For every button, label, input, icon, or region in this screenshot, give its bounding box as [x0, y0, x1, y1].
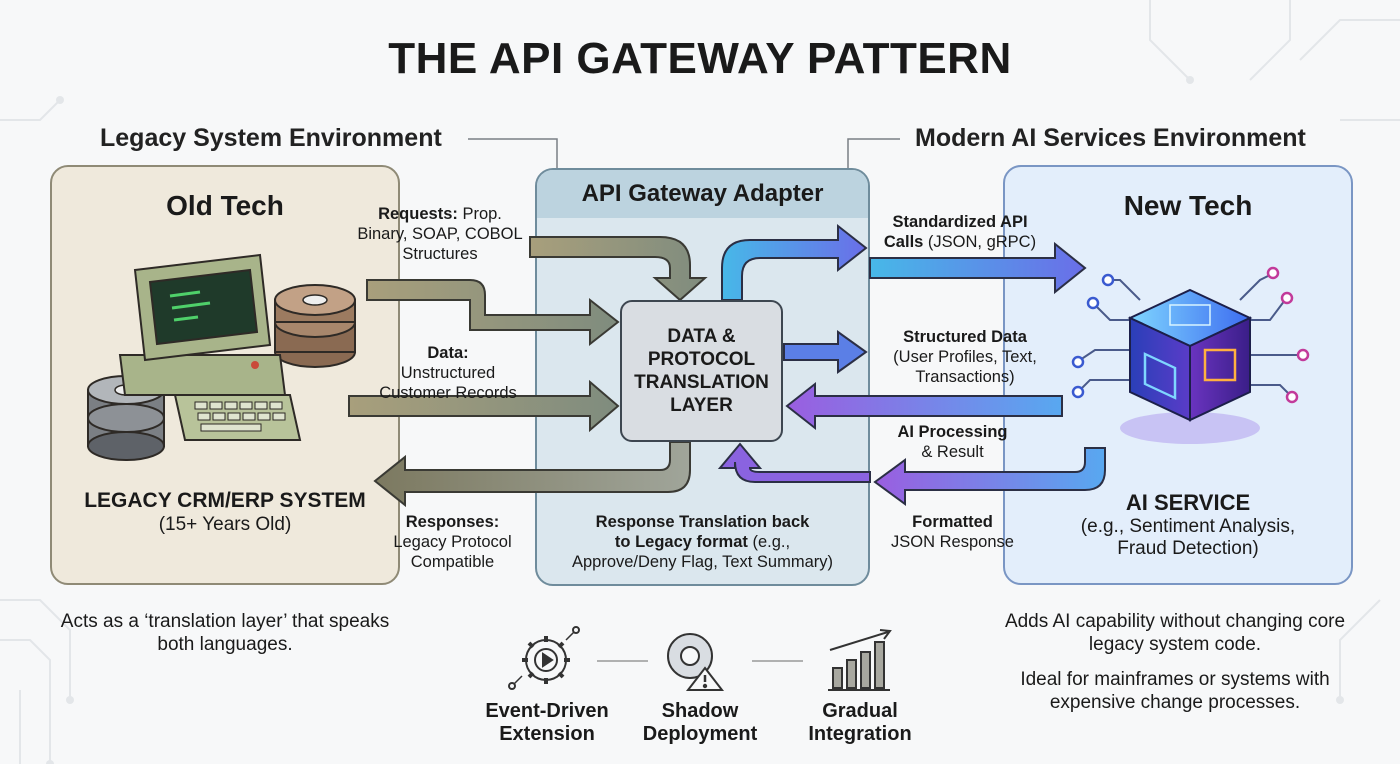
response-bold-1: Response Translation back	[595, 513, 810, 531]
old-tech-title: Old Tech	[166, 190, 284, 221]
feature-label: Extension	[499, 723, 595, 745]
page-title: THE API GATEWAY PATTERN	[388, 34, 1012, 83]
formatted-1: JSON Response	[891, 533, 1014, 551]
api-to-ai-arrow	[869, 241, 1087, 295]
data-label: Data: Unstructured Customer Records	[358, 343, 538, 403]
modern-note-1: Adds AI capability without changing core…	[1004, 611, 1346, 655]
ai-service-title: AI SERVICE	[1125, 490, 1251, 515]
feature-label: Integration	[808, 723, 912, 745]
api-bold-2: Calls	[883, 233, 924, 251]
response-line-3: Approve/Deny Flag, Text Summary)	[571, 553, 834, 571]
response-bold-2: to Legacy format	[614, 533, 748, 551]
structured-1: (User Profiles, Text,	[893, 348, 1037, 366]
feature-label: Event-Driven	[485, 700, 609, 722]
api-rest-2: (JSON, gRPC)	[923, 233, 1037, 251]
gear-warning-icon	[667, 633, 725, 691]
feature-label: Gradual	[822, 700, 898, 722]
core-line-3: TRANSLATION	[634, 372, 769, 393]
formatted-response-label: Formatted JSON Response	[890, 512, 1015, 552]
ai-processing-arrow	[785, 381, 1063, 431]
response-rest-2: (e.g.,	[747, 533, 791, 551]
requests-curve-arrow	[529, 236, 708, 302]
legacy-system-title: LEGACY CRM/ERP SYSTEM	[84, 489, 366, 512]
requests-label-1: Prop.	[457, 205, 502, 223]
translation-layer-box: DATA & PROTOCOL TRANSLATION LAYER	[620, 300, 783, 442]
bar-chart-growth-icon	[828, 629, 892, 691]
modern-note-2: Ideal for mainframes or systems with exp…	[1020, 669, 1330, 713]
requests-label: Requests: Prop. Binary, SOAP, COBOL Stru…	[345, 204, 535, 264]
legacy-system-block: LEGACY CRM/ERP SYSTEM (15+ Years Old)	[50, 488, 400, 536]
core-line-4: LAYER	[670, 395, 733, 416]
ai-proc-bold: AI Processing	[897, 423, 1008, 441]
tape-reel-icon	[274, 284, 356, 368]
ai-service-block: AI SERVICE (e.g., Sentiment Analysis, Fr…	[1003, 490, 1373, 560]
requests-label-2: Binary, SOAP, COBOL	[357, 225, 523, 243]
modern-environment-label: Modern AI Services Environment	[915, 124, 1306, 152]
api-calls-arrow	[721, 223, 868, 301]
responses-label: Responses: Legacy Protocol Compatible	[365, 512, 540, 572]
data-label-2: Customer Records	[379, 384, 517, 402]
computer-icon	[118, 253, 302, 441]
responses-label-1: Legacy Protocol	[393, 533, 512, 551]
ai-service-sub-2: Fraud Detection)	[1117, 538, 1259, 559]
data-label-bold: Data:	[427, 344, 469, 362]
feature-label: Shadow	[661, 700, 739, 722]
new-tech-title: New Tech	[1123, 190, 1253, 221]
structured-bold: Structured Data	[903, 328, 1027, 346]
responses-label-bold: Responses:	[405, 513, 500, 531]
api-calls-label: Standardized API Calls (JSON, gRPC)	[870, 212, 1050, 252]
legacy-environment-label: Legacy System Environment	[100, 124, 442, 152]
feature-shadow-deployment: Shadow Deployment	[620, 700, 780, 746]
ai-proc-1: & Result	[921, 443, 984, 461]
structured-data-arrow	[783, 330, 868, 374]
structured-2: Transactions)	[915, 368, 1015, 386]
ai-service-sub-1: (e.g., Sentiment Analysis,	[1080, 516, 1296, 537]
responses-arrow	[373, 441, 691, 508]
data-arrow	[348, 379, 620, 433]
legacy-system-subtitle: (15+ Years Old)	[158, 514, 292, 535]
core-line-1: DATA &	[667, 326, 736, 347]
formatted-bold: Formatted	[912, 513, 993, 531]
api-bold-1: Standardized API	[892, 213, 1028, 231]
gear-play-icon	[508, 626, 580, 690]
requests-label-bold: Requests:	[378, 205, 458, 223]
responses-label-2: Compatible	[410, 553, 495, 571]
response-translation-label: Response Translation back to Legacy form…	[537, 512, 868, 572]
gateway-title: API Gateway Adapter	[537, 170, 868, 218]
translation-back-arrow	[717, 442, 871, 483]
feature-event-driven: Event-Driven Extension	[467, 700, 627, 746]
ai-processing-label: AI Processing & Result	[880, 422, 1025, 462]
feature-label: Deployment	[642, 723, 758, 745]
data-label-1: Unstructured	[400, 364, 496, 382]
formatted-response-arrow	[873, 447, 1106, 506]
requests-arrow	[366, 279, 620, 347]
core-line-2: PROTOCOL	[647, 349, 756, 370]
feature-gradual-integration: Gradual Integration	[780, 700, 940, 746]
requests-label-3: Structures	[402, 245, 478, 263]
structured-data-label: Structured Data (User Profiles, Text, Tr…	[870, 327, 1060, 387]
legacy-note: Acts as a ‘translation layer’ that speak…	[60, 611, 390, 655]
